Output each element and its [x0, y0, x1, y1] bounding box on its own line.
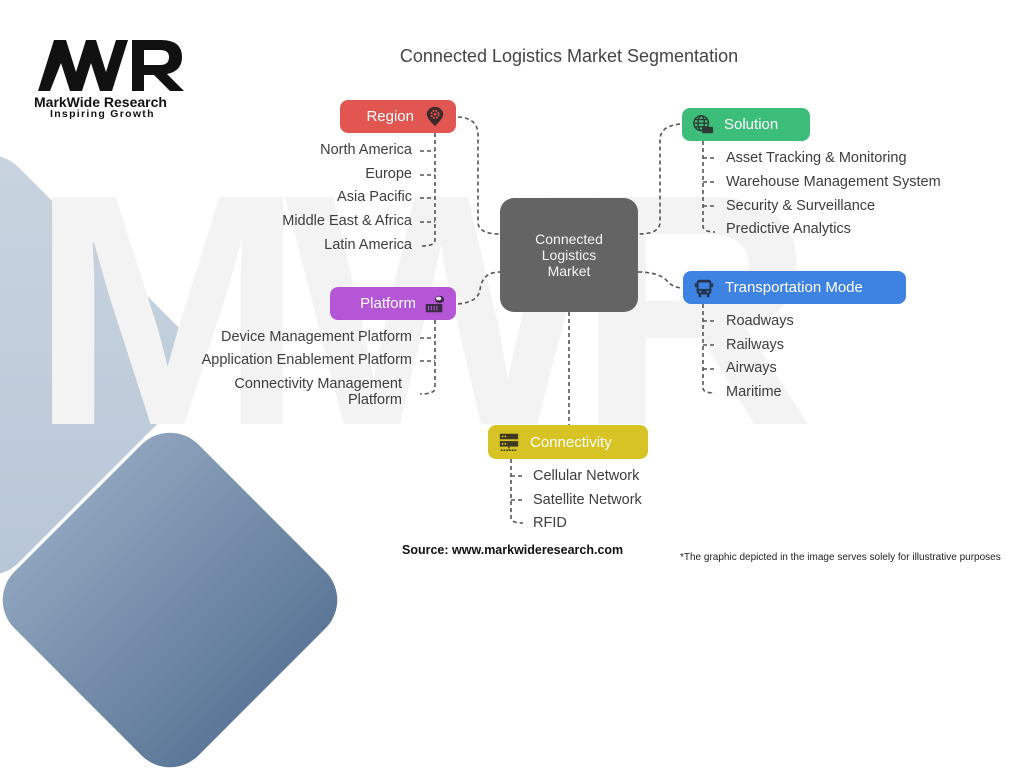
segment-region: Region: [340, 100, 456, 133]
transport-item: Railways: [726, 337, 785, 353]
region-item: Latin America: [324, 237, 412, 253]
segment-connectivity: Connectivity: [488, 425, 648, 459]
solution-item: Asset Tracking & Monitoring: [726, 150, 907, 166]
logo-mark-icon: [38, 40, 184, 91]
segment-solution: Solution: [682, 108, 810, 141]
spine-connectivity: [510, 459, 524, 524]
platform-item-continued: Platform: [348, 392, 402, 408]
connectivity-item: Satellite Network: [533, 492, 642, 508]
logo-name: MarkWide Research: [34, 94, 167, 110]
transport-item: Airways: [726, 360, 777, 376]
connector-transport: [637, 271, 684, 289]
center-line-1: Connected: [535, 231, 603, 247]
transport-item: Maritime: [726, 384, 782, 400]
transport-item: Roadways: [726, 313, 794, 329]
spine-region: [421, 133, 436, 247]
center-line-2: Logistics: [541, 247, 597, 263]
spine-platform: [419, 320, 436, 395]
connector-region: [457, 116, 501, 235]
logo-tagline: Inspiring Growth: [50, 108, 155, 120]
container-crane-icon: [425, 295, 445, 312]
connectivity-label: Connectivity: [530, 433, 612, 451]
region-item: Middle East & Africa: [282, 213, 412, 229]
region-item: North America: [320, 142, 412, 158]
segment-platform: Platform: [330, 287, 456, 320]
connectivity-item: Cellular Network: [533, 468, 640, 484]
globe-truck-icon: [693, 114, 714, 133]
segment-transport: Transportation Mode: [683, 271, 906, 304]
server-network-icon: [499, 433, 519, 451]
disclaimer-note: *The graphic depicted in the image serve…: [680, 552, 1001, 563]
page-title: Connected Logistics Market Segmentation: [399, 46, 739, 66]
platform-label: Platform: [360, 295, 416, 312]
solution-item: Predictive Analytics: [726, 221, 851, 237]
spine-transport: [702, 304, 716, 394]
solution-item: Security & Surveillance: [726, 198, 876, 214]
region-item: Asia Pacific: [337, 189, 412, 205]
center-node: Connected Logistics Market: [500, 198, 638, 312]
platform-item: Device Management Platform: [221, 329, 412, 345]
solution-item: Warehouse Management System: [726, 174, 941, 190]
connector-solution: [637, 123, 681, 235]
platform-item: Application Enablement Platform: [201, 352, 412, 368]
transport-label: Transportation Mode: [725, 279, 863, 296]
bus-icon: [694, 279, 714, 297]
connectivity-item: RFID: [533, 515, 567, 531]
solution-label: Solution: [724, 116, 779, 133]
region-item: Europe: [365, 166, 412, 182]
platform-item: Connectivity Management: [234, 376, 402, 392]
connector-lines: [419, 116, 716, 524]
center-line-3: Market: [547, 263, 591, 279]
region-label: Region: [366, 108, 414, 125]
spine-solution: [702, 141, 716, 233]
source-link[interactable]: Source: www.markwideresearch.com: [402, 543, 624, 557]
map-pin-gear-icon: [426, 106, 444, 126]
connector-platform: [457, 271, 501, 305]
